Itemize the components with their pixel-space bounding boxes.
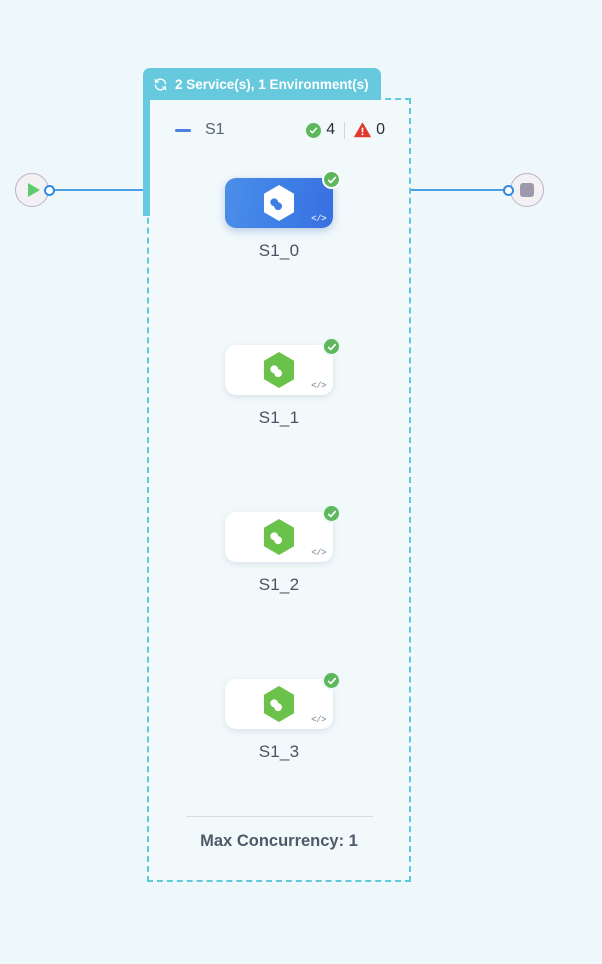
node-label: S1_1 (258, 408, 300, 427)
service-node: </> S1_0 (225, 170, 341, 261)
group-counts: 4 0 (306, 121, 385, 139)
check-badge-icon (322, 170, 341, 189)
code-brackets-icon: </> (311, 381, 326, 391)
check-badge-icon (322, 504, 341, 523)
service-node: </> S1_3 (225, 671, 341, 762)
check-badge-icon (322, 671, 341, 690)
warning-count-value: 0 (376, 121, 385, 138)
node-card-s1-1[interactable]: </> (225, 337, 341, 395)
counts-divider (344, 121, 346, 139)
group-name-label: S1 (205, 121, 225, 138)
group-footer-divider (186, 816, 373, 817)
end-node[interactable] (510, 173, 544, 207)
code-brackets-icon: </> (311, 715, 326, 725)
play-icon (28, 183, 40, 197)
end-input-port[interactable] (503, 185, 514, 196)
node-card-s1-2[interactable]: </> (225, 504, 341, 562)
hexagon-infinity-icon (264, 185, 294, 221)
check-badge-icon (322, 337, 341, 356)
code-brackets-icon: </> (311, 548, 326, 558)
node-label: S1_3 (258, 742, 300, 761)
group-left-spine (143, 99, 150, 216)
max-concurrency-label: Max Concurrency: 1 (200, 832, 358, 850)
node-label: S1_2 (258, 575, 300, 594)
start-output-port[interactable] (44, 185, 55, 196)
node-label: S1_0 (258, 241, 300, 260)
minus-icon[interactable] (175, 128, 191, 132)
group-title-row: S1 4 0 (175, 118, 385, 142)
service-node: </> S1_1 (225, 337, 341, 428)
group-header[interactable]: 2 Service(s), 1 Environment(s) (143, 68, 381, 100)
service-group-box (147, 98, 411, 882)
node-card-s1-0[interactable]: </> (225, 170, 341, 228)
stop-icon (520, 183, 534, 197)
code-brackets-icon: </> (311, 214, 326, 224)
success-count: 4 (306, 121, 335, 139)
edge-group-to-end (411, 189, 504, 191)
hexagon-infinity-icon (264, 686, 294, 722)
hexagon-infinity-icon (264, 519, 294, 555)
service-node: </> S1_2 (225, 504, 341, 595)
sync-icon (153, 77, 168, 92)
group-header-label: 2 Service(s), 1 Environment(s) (175, 76, 369, 92)
hexagon-infinity-icon (264, 352, 294, 388)
start-node[interactable] (15, 173, 49, 207)
warning-triangle-icon (354, 122, 371, 138)
success-count-value: 4 (326, 121, 336, 138)
check-circle-icon (306, 122, 322, 138)
warning-count: 0 (354, 121, 385, 139)
edge-start-to-group (54, 189, 148, 191)
node-card-s1-3[interactable]: </> (225, 671, 341, 729)
